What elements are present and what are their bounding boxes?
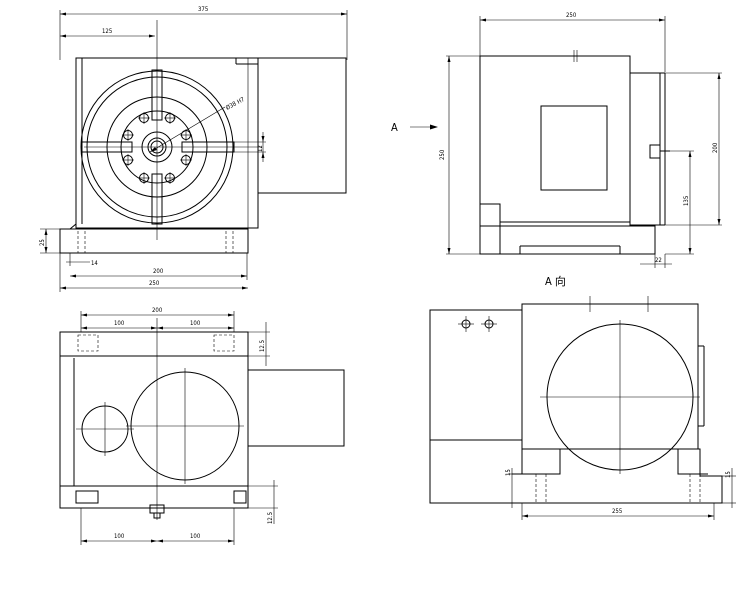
dim-height-250: 250 bbox=[439, 149, 446, 160]
dim-bottom-left-100: 100 bbox=[114, 533, 125, 540]
view-arrow-label: A bbox=[391, 121, 398, 134]
front-view: 375 125 bbox=[39, 6, 348, 292]
dim-center-135: 135 bbox=[683, 196, 690, 206]
dim-foot-right-15: 15 bbox=[725, 471, 732, 478]
dim-width-255: 255 bbox=[612, 508, 622, 515]
dim-base-200: 200 bbox=[153, 268, 164, 275]
dim-depth-250: 250 bbox=[566, 12, 577, 19]
dim-bottom-right-100: 100 bbox=[190, 533, 201, 540]
dim-base-height-25: 25 bbox=[39, 239, 46, 246]
dim-bolt-circle: Ø38 H7 bbox=[225, 96, 246, 112]
dim-foot-left-15: 15 bbox=[505, 469, 512, 476]
top-view: 200 100 100 12.5 bbox=[59, 307, 345, 545]
dim-base-22: 22 bbox=[655, 257, 662, 264]
view-a-title: A 向 bbox=[545, 274, 566, 288]
dim-slot-12-5: 12.5 bbox=[259, 340, 266, 352]
dim-offset-125: 125 bbox=[102, 28, 112, 35]
dim-left-100: 100 bbox=[114, 320, 125, 327]
dim-height-200: 200 bbox=[712, 142, 719, 153]
dim-base-250: 250 bbox=[149, 280, 160, 287]
view-a: A 向 15 15 bbox=[429, 274, 736, 520]
dim-slot-12: 12 bbox=[257, 145, 264, 152]
dim-bottom-12-5: 12.5 bbox=[267, 512, 274, 524]
dim-width-200: 200 bbox=[152, 307, 163, 314]
dim-right-100: 100 bbox=[190, 320, 201, 327]
side-view: 250 250 200 bbox=[391, 12, 722, 268]
dim-edge-14: 14 bbox=[91, 260, 98, 267]
dim-overall-width: 375 bbox=[198, 6, 208, 13]
